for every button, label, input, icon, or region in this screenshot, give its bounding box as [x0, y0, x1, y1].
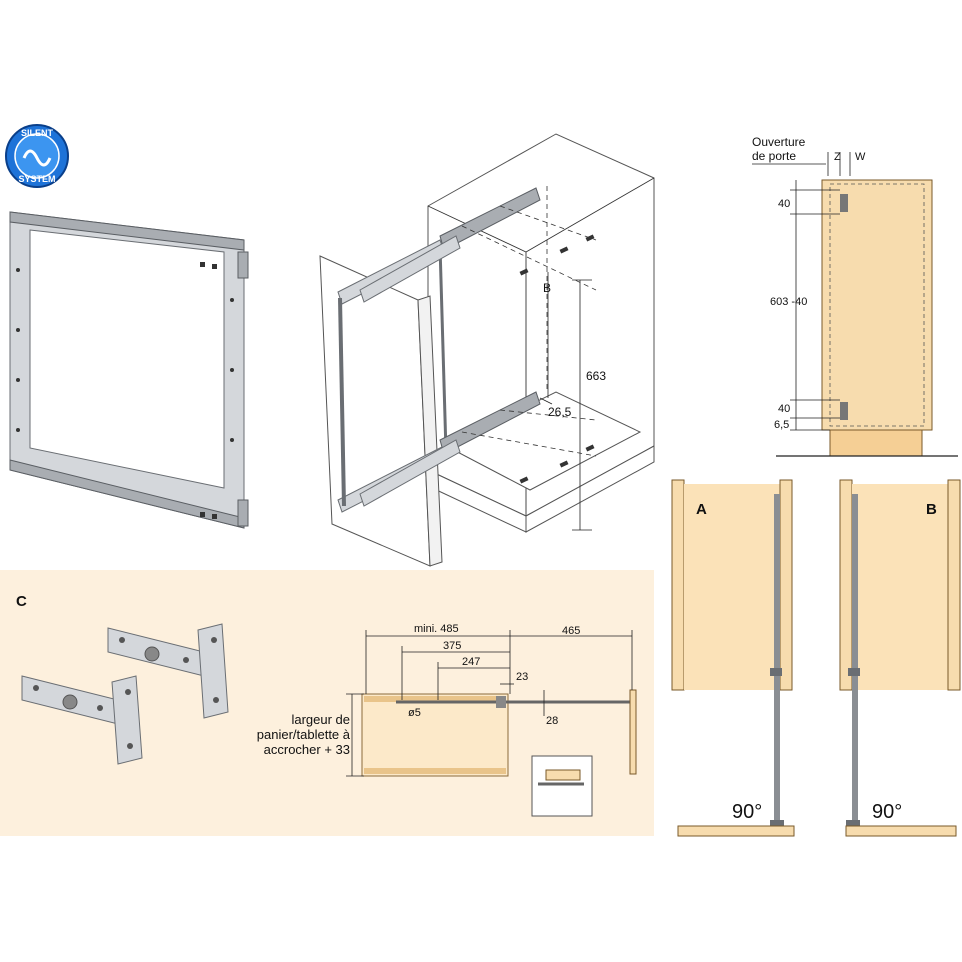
panel-a-angle: 90° [732, 801, 762, 823]
panel-c-letter: C [16, 593, 27, 610]
panel-a-letter: A [696, 501, 707, 518]
dimension-b: B [543, 281, 551, 295]
dimension-603-40: 603 -40 [770, 296, 807, 308]
dimension-247: 247 [462, 656, 480, 668]
silent-system-logo: SILENT SYSTEM [5, 124, 69, 188]
dimension-23: 23 [516, 671, 528, 683]
basket-dimension-drawing: mini. 485 465 375 247 23 ø5 28 largeur d… [257, 623, 637, 817]
cabinet-isometric-drawing: 663 B 26,5 [319, 133, 655, 567]
dimension-40-top: 40 [778, 198, 790, 210]
door-elevation-drawing: Ouverture de porte Z W 40 603 -40 40 6,5 [752, 135, 958, 457]
dimension-diameter-5: ø5 [408, 707, 421, 719]
panel-a: A 90° [671, 479, 795, 837]
dimension-40-bottom: 40 [778, 403, 790, 415]
dimension-26-5: 26,5 [548, 405, 572, 419]
dimension-mini-485: mini. 485 [414, 623, 459, 635]
dimension-6-5: 6,5 [774, 419, 789, 431]
logo-text-system: SYSTEM [18, 174, 55, 184]
width-label-line3: accrocher + 33 [264, 742, 350, 757]
panel-b-letter: B [926, 501, 937, 518]
panel-b: B 90° [839, 479, 961, 837]
mounting-brackets [21, 623, 229, 765]
dimension-28: 28 [546, 715, 558, 727]
panel-c: C [0, 570, 654, 836]
opening-label-line2: de porte [752, 149, 796, 163]
panel-b-angle: 90° [872, 801, 902, 823]
width-label-line2: panier/tablette à [257, 727, 351, 742]
width-label-line1: largeur de [291, 712, 350, 727]
opening-label-line1: Ouverture [752, 135, 806, 149]
label-w: W [855, 151, 866, 163]
dimension-663: 663 [586, 369, 606, 383]
label-z: Z [834, 151, 841, 163]
dimension-375: 375 [443, 640, 461, 652]
logo-text-silent: SILENT [21, 128, 54, 138]
dimension-465: 465 [562, 625, 580, 637]
metal-door-frame [9, 211, 249, 529]
